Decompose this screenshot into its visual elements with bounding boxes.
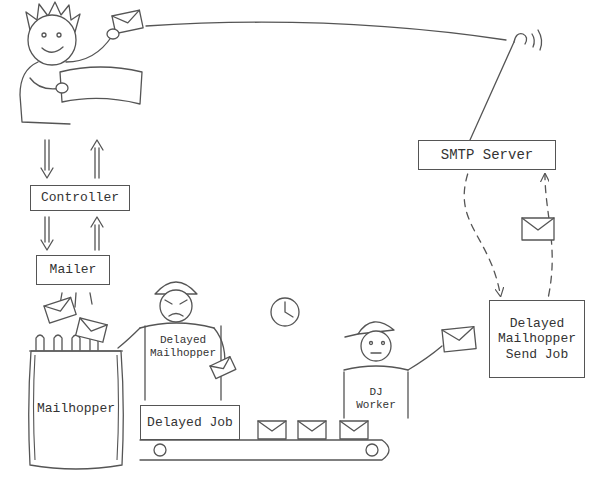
up-arrow: [91, 140, 103, 178]
bag-clip: [72, 335, 80, 350]
envelope: [44, 297, 76, 323]
cap-brim: [345, 334, 358, 337]
node-text: Controller: [41, 190, 119, 206]
antenna: [470, 42, 514, 140]
hand: [107, 29, 119, 39]
envelope: [258, 421, 286, 439]
process-box: SMTP Server: [418, 140, 556, 170]
apron: [344, 372, 408, 418]
conveyor-belt: [140, 440, 389, 460]
process-box: Mailer: [36, 255, 110, 285]
head: [28, 15, 76, 65]
envelope: [340, 421, 368, 439]
arm: [66, 36, 112, 62]
node-text: Delayed Mailhopper Send Job: [496, 316, 578, 363]
head: [160, 290, 192, 322]
clock: [271, 298, 299, 326]
eye: [42, 33, 46, 37]
envelope: [442, 327, 476, 352]
arm: [118, 328, 140, 348]
paper: [60, 67, 142, 104]
shoulders: [344, 366, 408, 370]
head: [361, 331, 391, 361]
frown: [169, 314, 183, 317]
apron: [145, 326, 221, 400]
clock-hands: [285, 302, 293, 317]
node-text: Mailhopper: [37, 401, 115, 417]
envelope: [522, 218, 554, 240]
envelope: [76, 318, 108, 342]
down-arrow: [41, 140, 53, 178]
node-text: SMTP Server: [441, 147, 533, 164]
mail-bag: Mailhopper: [25, 345, 127, 473]
process-box: Controller: [30, 185, 130, 211]
smile: [42, 47, 63, 52]
process-box: Delayed Mailhopper Send Job: [489, 300, 585, 378]
send-arc: [146, 22, 506, 40]
radio-waves: [532, 30, 542, 50]
connector: [91, 217, 103, 250]
apron-label: DJ Worker: [347, 386, 405, 411]
eye: [382, 342, 385, 345]
node-text: Mailer: [50, 262, 97, 278]
envelope: [210, 357, 236, 379]
process-box: Delayed Job: [140, 405, 240, 440]
eye: [370, 342, 373, 345]
mouth: [371, 352, 381, 353]
bag-clip: [54, 335, 62, 350]
shoulders: [140, 323, 214, 328]
connector: [41, 217, 53, 250]
node-text: Delayed Job: [147, 415, 233, 431]
arm: [408, 346, 442, 370]
hand: [56, 83, 68, 93]
apron-label: Delayed Mailhopper: [148, 334, 218, 359]
roller: [366, 444, 378, 456]
bag-clip: [36, 335, 44, 350]
eyebrows: [165, 300, 187, 304]
roller: [154, 444, 166, 456]
antenna-hook: [514, 34, 527, 44]
envelope: [298, 421, 326, 439]
connector: [464, 174, 500, 296]
eye: [57, 33, 61, 37]
